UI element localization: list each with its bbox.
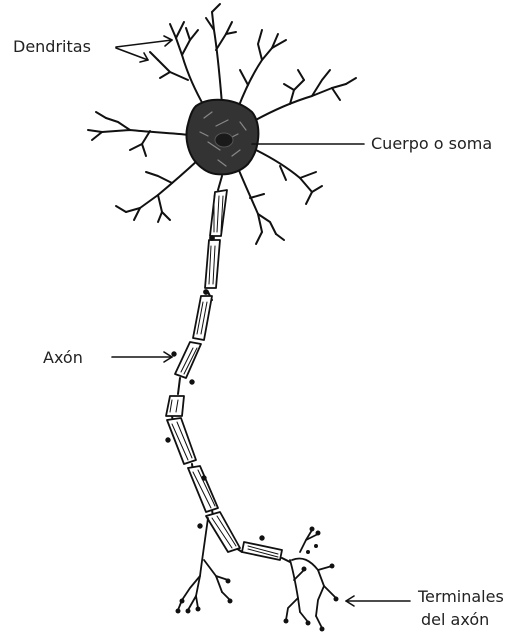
label-axon-terminals-line2: del axón (421, 610, 489, 630)
label-axon-terminals-line1: Terminales (418, 587, 504, 607)
axon (166, 176, 290, 562)
label-cell-body: Cuerpo o soma (371, 134, 492, 154)
dendrites-arrow-upper (116, 40, 172, 47)
dendrites-arrow-lower (116, 48, 148, 60)
axon-terminals (176, 518, 339, 632)
cell-body (187, 100, 259, 175)
label-axon: Axón (43, 348, 83, 368)
pointer-arrows (112, 36, 410, 606)
label-dendrites: Dendritas (13, 37, 91, 57)
